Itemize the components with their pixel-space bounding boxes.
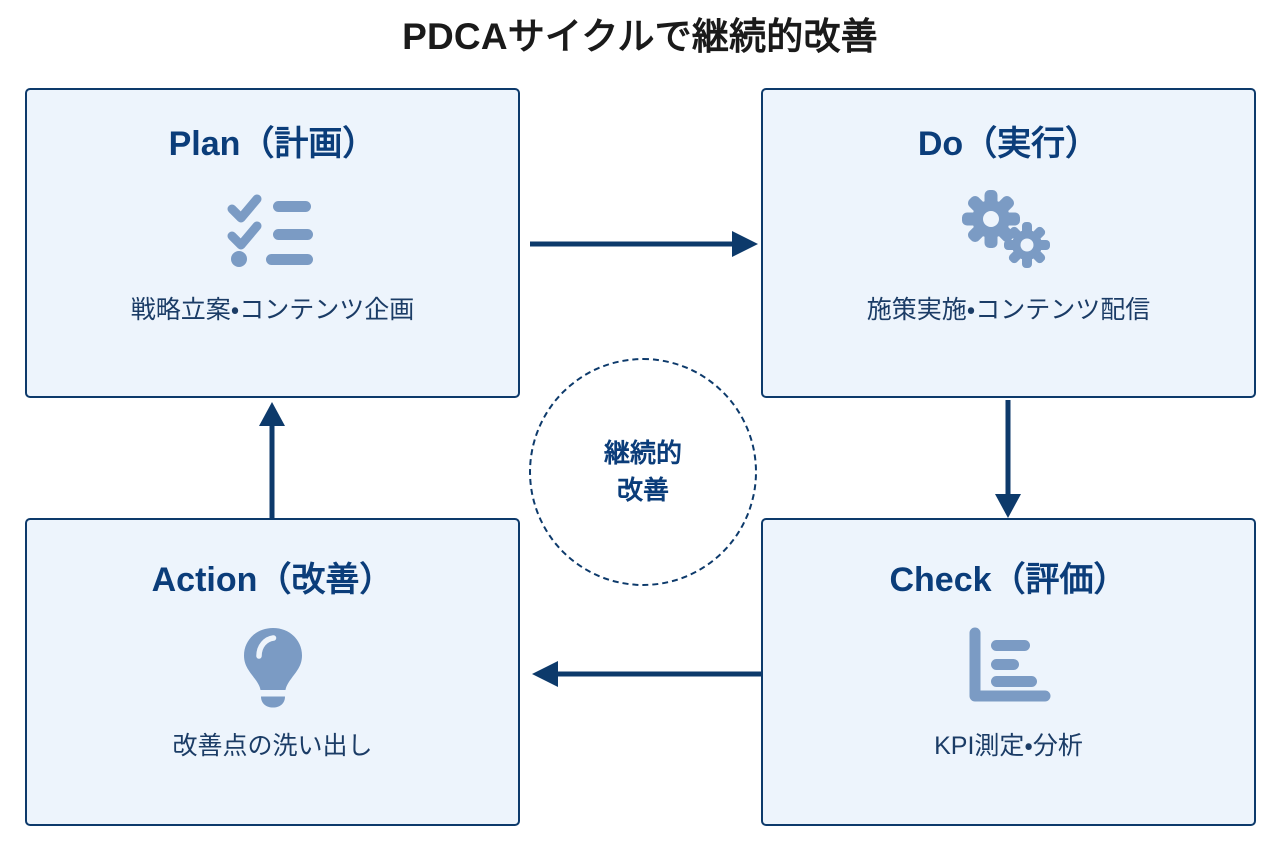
phase-heading-do: Do（実行） bbox=[917, 125, 1100, 163]
arrow-action-to-plan bbox=[244, 400, 300, 520]
phase-card-plan: Plan（計画） 戦略立案・コンテンツ企画 bbox=[25, 88, 520, 398]
continuous-improvement-circle: 継続的 改善 bbox=[529, 358, 757, 586]
phase-description-action: 改善点の洗い出し bbox=[172, 732, 373, 761]
arrow-plan-to-do bbox=[528, 222, 760, 266]
phase-description-plan: 戦略立案・コンテンツ企画 bbox=[130, 296, 415, 325]
phase-card-do: Do（実行） bbox=[761, 88, 1256, 398]
center-label-line1: 継続的 bbox=[603, 438, 682, 469]
bar-chart-icon bbox=[967, 625, 1051, 709]
phase-description-check: KPI測定・分析 bbox=[934, 732, 1083, 761]
phase-card-action: Action（改善） 改善点の洗い出し bbox=[25, 518, 520, 826]
phase-heading-check: Check（評価） bbox=[889, 561, 1128, 599]
arrow-do-to-check bbox=[980, 398, 1036, 520]
phase-card-check: Check（評価） KPI測定・分析 bbox=[761, 518, 1256, 826]
gears-icon bbox=[961, 189, 1057, 273]
phase-heading-action: Action（改善） bbox=[151, 561, 394, 599]
phase-description-do: 施策実施・コンテンツ配信 bbox=[866, 296, 1151, 325]
arrow-check-to-action bbox=[520, 652, 764, 696]
lightbulb-icon bbox=[238, 625, 308, 709]
checklist-icon bbox=[227, 189, 319, 273]
page-title: PDCAサイクルで継続的改善 bbox=[402, 16, 878, 57]
phase-heading-plan: Plan（計画） bbox=[168, 125, 377, 163]
center-label-line2: 改善 bbox=[616, 475, 669, 505]
